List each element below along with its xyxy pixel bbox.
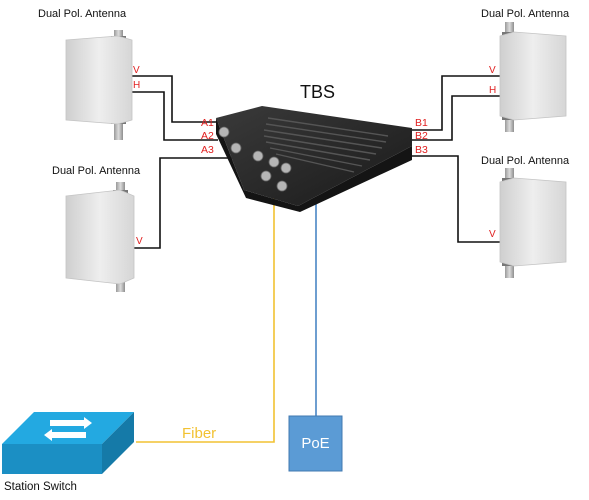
port-label-v: V <box>489 65 496 76</box>
antenna-panel <box>65 189 135 285</box>
port-label-h: H <box>133 80 140 91</box>
fiber-line <box>136 182 275 443</box>
station-switch <box>2 412 134 474</box>
connector <box>218 126 230 138</box>
port-label-b3: B3 <box>415 144 428 156</box>
switch-side <box>102 412 134 474</box>
tbs-connectors <box>218 126 292 192</box>
station-switch-label: Station Switch <box>4 481 77 493</box>
port-label-a2: A2 <box>201 130 214 142</box>
antenna-panel <box>65 35 133 125</box>
antenna-mid-left <box>65 182 135 292</box>
antenna-title-mid-left: Dual Pol. Antenna <box>52 165 141 177</box>
antenna-panel <box>499 31 567 121</box>
antenna-title-mid-right: Dual Pol. Antenna <box>481 155 570 167</box>
port-label-v: V <box>489 229 496 240</box>
cable-b2 <box>412 95 500 141</box>
cable-b3 <box>410 155 500 243</box>
port-label-v: V <box>133 65 140 76</box>
poe-label: PoE <box>301 435 329 452</box>
cable-b1 <box>412 75 500 131</box>
tbs-port-labels: A1 A2 A3 B1 B2 B3 <box>201 117 428 156</box>
port-label-v: V <box>136 236 143 247</box>
port-label-b2: B2 <box>415 130 428 142</box>
connector <box>252 150 264 162</box>
antenna-panel <box>499 177 567 267</box>
cable-a2 <box>132 91 218 141</box>
antenna-cables <box>132 75 500 249</box>
cable-a3 <box>132 157 248 249</box>
switch-front <box>2 444 102 474</box>
antenna-port-labels: V H V V H V <box>133 65 496 247</box>
connector <box>280 162 292 174</box>
antenna-mid-right <box>499 168 567 278</box>
port-label-b1: B1 <box>415 117 428 129</box>
antenna-title-top-right: Dual Pol. Antenna <box>481 8 570 20</box>
cable-a1 <box>132 75 218 123</box>
connector <box>276 180 288 192</box>
tbs-heatsink <box>263 117 389 173</box>
connector <box>268 156 280 168</box>
poe-box <box>288 415 343 472</box>
port-label-h: H <box>489 85 496 96</box>
switch-top <box>2 412 134 444</box>
port-label-a1: A1 <box>201 117 214 129</box>
switch-arrows-icon <box>44 417 92 441</box>
antenna-top-right <box>499 22 567 132</box>
connector <box>230 142 242 154</box>
fiber-label: Fiber <box>182 425 216 442</box>
antenna-title-top-left: Dual Pol. Antenna <box>38 8 127 20</box>
tbs-device <box>216 106 412 212</box>
tbs-title: TBS <box>300 82 335 102</box>
connector <box>260 170 272 182</box>
port-label-a3: A3 <box>201 144 214 156</box>
antenna-top-left <box>65 30 133 140</box>
